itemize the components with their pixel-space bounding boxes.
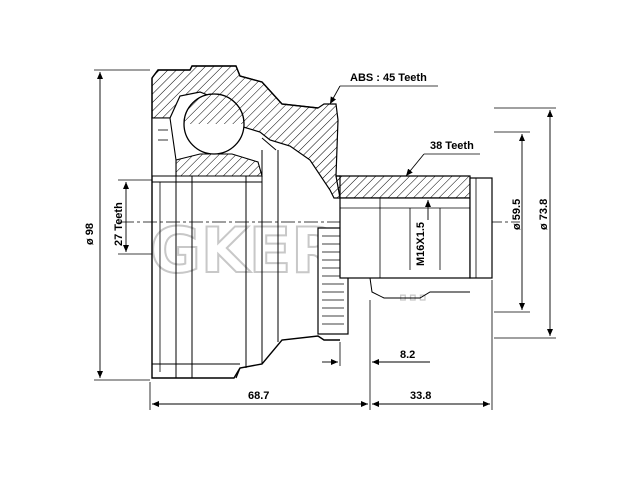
dim-thread: M16X1.5: [415, 200, 431, 266]
watermark-sub: ...: [398, 277, 428, 307]
abs-teeth-note: ABS : 45 Teeth: [350, 72, 427, 84]
dim-overall-diameter: ø 98: [84, 69, 150, 381]
dim-lengths: 68.7 33.8 8.2: [149, 280, 493, 410]
dim-inner-teeth: 27 Teeth: [113, 179, 152, 255]
stub-shaft: [335, 175, 493, 299]
thread-label: M16X1.5: [415, 222, 427, 266]
outer-housing: [151, 65, 341, 379]
abs-offset-label: 8.2: [400, 349, 415, 361]
dim-stub-diameters: ø 59.5 ø 73.8: [494, 107, 556, 339]
watermark-brand: GKER: [150, 214, 339, 287]
notes: ABS : 45 Teeth 38 Teeth: [329, 72, 480, 177]
spline-teeth-note: 38 Teeth: [430, 140, 474, 152]
stub-length-label: 33.8: [410, 390, 431, 402]
stub-diameter-738-label: ø 73.8: [538, 199, 550, 230]
inner-teeth-label: 27 Teeth: [113, 202, 125, 246]
overall-diameter-label: ø 98: [84, 223, 96, 245]
stub-diameter-595-label: ø 59.5: [511, 199, 523, 230]
body-length-label: 68.7: [248, 390, 269, 402]
